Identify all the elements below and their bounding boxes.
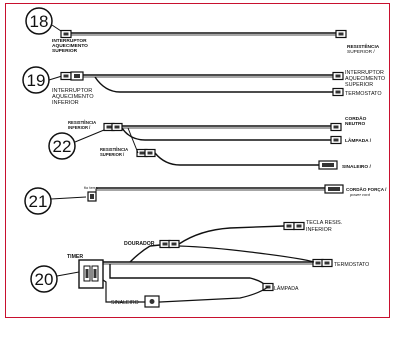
harness-21-left-label: fio terra: [84, 185, 98, 190]
connector-icon: [60, 29, 72, 39]
callout-18: [25, 7, 53, 35]
harness-21: fio terra 21 CORDÃO FORÇA / power cord: [24, 184, 387, 215]
harness-18-right-label-1: RESISTÊNCIA: [347, 42, 380, 50]
harness-21-right-label: CORDÃO FORÇA /: [346, 186, 387, 192]
connector-icon: [293, 221, 305, 231]
harness-21-right-sublabel: power cord: [349, 192, 371, 197]
connector-icon: [332, 87, 344, 97]
harness-22-left-top-label-2: INFERIOR /: [68, 125, 91, 130]
connector-icon: [318, 160, 338, 170]
termostato-label: TERMOSTATO: [334, 262, 369, 268]
callout-22-number: 22: [53, 137, 72, 156]
lampada-label: LÂMPADA: [274, 285, 299, 292]
callout-22: [48, 132, 76, 160]
connector-icon: [144, 148, 156, 158]
dourador-label: DOURADOR: [124, 241, 155, 247]
tecla-label-2: INFERIOR: [306, 227, 332, 233]
harness-22-right-3-label: SINALEIRO /: [342, 164, 371, 170]
harness-19-left-label-3: INFERIOR: [52, 100, 79, 106]
harness-22-right-2-label: LÂMPADA /: [345, 137, 372, 144]
harness-19-left-label-1: INTERRUPTOR: [52, 88, 92, 94]
harness-19-right-top-label-2: AQUECIMENTO: [345, 76, 385, 82]
harness-18: 18 INTERRUPTOR AQUECIMENTO SUPERIOR RESI…: [25, 7, 380, 55]
harness-18-right-label-2: SUPERIOR /: [347, 49, 375, 55]
connector-icon: [321, 258, 333, 268]
harness-19: 19 INTERRUPTOR AQUECIMENTO INFERIOR INTE…: [22, 66, 385, 106]
callout-18-number: 18: [30, 12, 49, 31]
timer-icon: [78, 259, 104, 289]
connector-icon: [283, 221, 295, 231]
connector-icon: [324, 184, 344, 194]
connector-icon: [60, 71, 72, 81]
harness-22: RESISTÊNCIA INFERIOR / RESISTÊNCIA SUPER…: [48, 115, 372, 170]
harness-18-left-label-2: AQUECIMENTO: [52, 43, 88, 49]
connector-icon: [111, 122, 123, 132]
connector-icon: [335, 29, 347, 39]
callout-20: [30, 265, 58, 293]
harness-22-left-mid-label-1: RESISTÊNCIA: [100, 147, 128, 152]
harness-18-left-label-3: SUPERIOR: [52, 48, 78, 54]
sinaleiro-label: SINALEIRO: [111, 300, 139, 306]
callout-21: [24, 187, 52, 215]
harness-19-right-bottom-label: TERMOSTATO: [345, 91, 382, 97]
harness-22-right-1-label-2: NEUTRO: [345, 121, 366, 127]
harness-22-right-1-label-1: CORDÃO: [345, 115, 367, 122]
harness-18-left-label-1: INTERRUPTOR: [52, 38, 87, 44]
connector-icon: [330, 135, 342, 145]
harness-19-right-top-label-3: SUPERIOR: [345, 82, 373, 88]
harness-22-left-top-label-1: RESISTÊNCIA: [68, 120, 96, 125]
callout-20-number: 20: [35, 270, 54, 289]
harness-22-left-mid-label-2: SUPERIOR /: [100, 152, 125, 157]
connector-icon: [168, 239, 180, 249]
timer-label: TIMER: [67, 254, 83, 260]
harness-19-left-label-2: AQUECIMENTO: [52, 94, 94, 100]
callout-21-number: 21: [29, 192, 48, 211]
callout-19-number: 19: [27, 71, 46, 90]
connector-icon: [330, 122, 342, 132]
tecla-label-1: TECLA RESIS.: [306, 220, 342, 226]
connector-icon: [332, 71, 344, 81]
harness-20: TIMER TERMOSTATO DOURADOR TECLA RESIS. I…: [30, 220, 369, 308]
harness-19-right-top-label-1: INTERRUPTOR: [345, 70, 384, 76]
